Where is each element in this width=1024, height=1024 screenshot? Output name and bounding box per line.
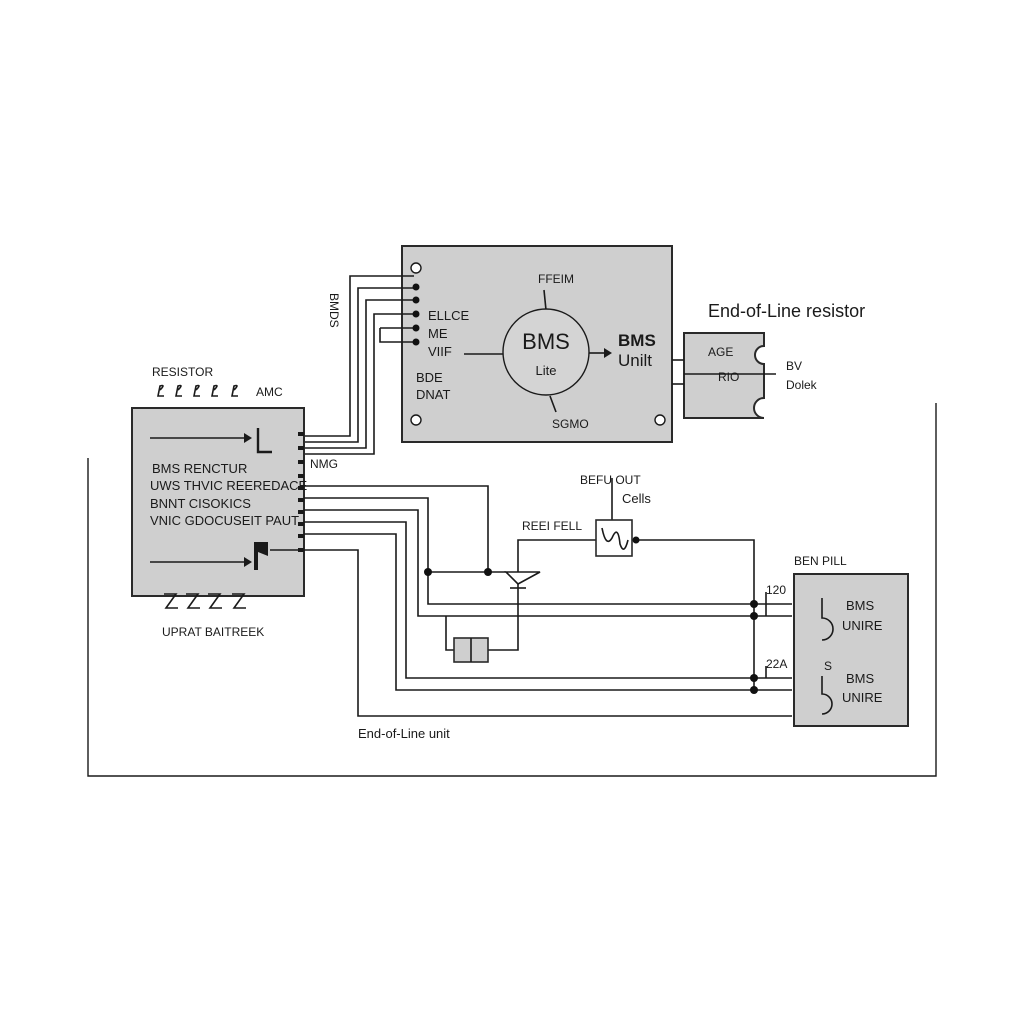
eol-resistor-title: End-of-Line resistor [708, 301, 865, 321]
top-bms-corner-ring [654, 414, 666, 426]
top-bms-aux-label: BDE [416, 370, 443, 385]
pin-dot [412, 310, 420, 318]
left-module-arrow-head [244, 433, 252, 443]
top-bms-pins-label: BMDS [327, 293, 341, 328]
center-link [543, 289, 547, 311]
pin-dot [412, 338, 420, 346]
pin-dot [412, 324, 420, 332]
left-module-line: UWS THVIC REEREDACE [150, 478, 308, 493]
junction-dot [424, 568, 432, 576]
junction-dot [484, 568, 492, 576]
top-bms-bottom-label: SGMO [552, 417, 589, 431]
eol-resistor-box [683, 332, 765, 419]
top-bms-corner-ring [410, 414, 422, 426]
diode-symbol [504, 571, 541, 585]
right-unit-title: BMS [846, 598, 875, 613]
junction-dot [750, 674, 758, 682]
eol-output-label: BV [786, 359, 802, 373]
pin-dot [412, 296, 420, 304]
cells-label: BEFU OUT [580, 473, 641, 487]
junction-dot [750, 612, 758, 620]
top-bms-input-label: VIIF [428, 344, 452, 359]
cells-component [595, 519, 633, 557]
top-bms-input-wires [300, 275, 414, 455]
left-module-side-label: NMG [310, 457, 338, 471]
left-module-bottom-pins [164, 593, 246, 609]
bms-unit-subtitle: Unilt [618, 351, 652, 370]
left-module-line: BNNT CISOKICS [150, 496, 251, 511]
right-unit-bracket [821, 598, 834, 641]
cells-coil [601, 527, 629, 550]
bms-lite-subtitle: Lite [536, 363, 557, 378]
top-bms-corner-ring [410, 262, 422, 274]
left-module-box [131, 407, 305, 597]
top-bms-input-label: ELLCE [428, 308, 470, 323]
left-module-line: BMS RENCTUR [152, 461, 247, 476]
top-bms-input-label: ME [428, 326, 448, 341]
left-module-line: VNIC GDOCUSEIT PAUT [150, 513, 299, 528]
right-module-box [793, 573, 909, 727]
left-module-top-pins [157, 384, 238, 397]
left-module-bottom-label: UPRAT BAITREEK [162, 625, 264, 639]
junction-dot [632, 536, 640, 544]
left-module-top-label: RESISTOR [152, 365, 213, 379]
eol-output-label: Dolek [786, 378, 818, 392]
outer-frame [87, 403, 937, 777]
top-bms-aux-label: DNAT [416, 387, 450, 402]
right-unit-subtitle: UNIRE [842, 618, 883, 633]
right-switch-label: S [824, 659, 832, 673]
right-line-label: 120 [766, 583, 786, 597]
right-unit-subtitle: UNIRE [842, 690, 883, 705]
junction-dot [750, 600, 758, 608]
eol-pin-label: AGE [708, 345, 733, 359]
bus-wires [270, 485, 792, 717]
eol-unit-label: End-of-Line unit [358, 726, 450, 741]
bms-unit-title: BMS [618, 331, 656, 350]
cells-label: Cells [622, 491, 651, 506]
right-unit-title: BMS [846, 671, 875, 686]
right-line-label: 22A [766, 657, 787, 671]
junction-dot [750, 686, 758, 694]
center-link [549, 395, 557, 413]
rest-label: REEI FELL [522, 519, 582, 533]
left-module-top-right-label: AMC [256, 385, 283, 399]
arrow-head [604, 348, 612, 358]
eol-pin-label: RIO [718, 370, 739, 384]
right-unit-bracket [821, 676, 833, 715]
right-module-top-label: BEN PILL [794, 554, 847, 568]
top-bms-top-label: FFEIM [538, 272, 574, 286]
bms-lite-circle [502, 308, 590, 396]
left-module-step [256, 428, 272, 454]
left-module-flag [254, 542, 268, 570]
bms-lite-title: BMS [522, 329, 570, 354]
pin-dot [412, 283, 420, 291]
left-module-arrow-head [244, 557, 252, 567]
